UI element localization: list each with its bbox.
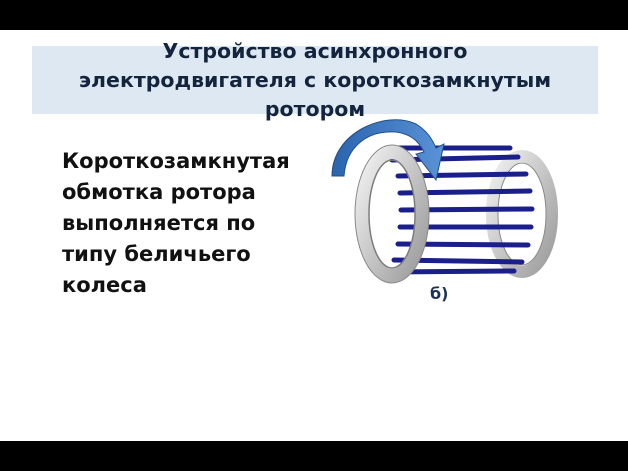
squirrel-cage-rotor-figure — [326, 114, 566, 306]
body-line-4: типу беличьего — [62, 242, 251, 266]
title-band — [32, 46, 598, 114]
body-line-5: колеса — [62, 273, 147, 297]
back-ring — [486, 150, 558, 278]
curved-rotation-arrow-icon — [331, 119, 445, 182]
body-text: Короткозамкнутая обмотка ротора выполняе… — [62, 146, 312, 301]
figure-label: б) — [430, 284, 449, 303]
body-line-1: Короткозамкнутая — [62, 149, 290, 173]
title-line-3: ротором — [264, 97, 366, 121]
front-ring — [355, 145, 429, 283]
title-line-1: Устройство асинхронного — [162, 39, 468, 63]
body-line-2: обмотка ротора — [62, 180, 256, 204]
slide: Устройство асинхронного электродвигателя… — [0, 30, 628, 441]
squirrel-cage-rotor-icon — [331, 119, 558, 284]
title-line-2: электродвигателя с короткозамкнутым — [78, 68, 552, 92]
slide-title: Устройство асинхронного электродвигателя… — [32, 37, 598, 124]
body-line-3: выполняется по — [62, 211, 256, 235]
